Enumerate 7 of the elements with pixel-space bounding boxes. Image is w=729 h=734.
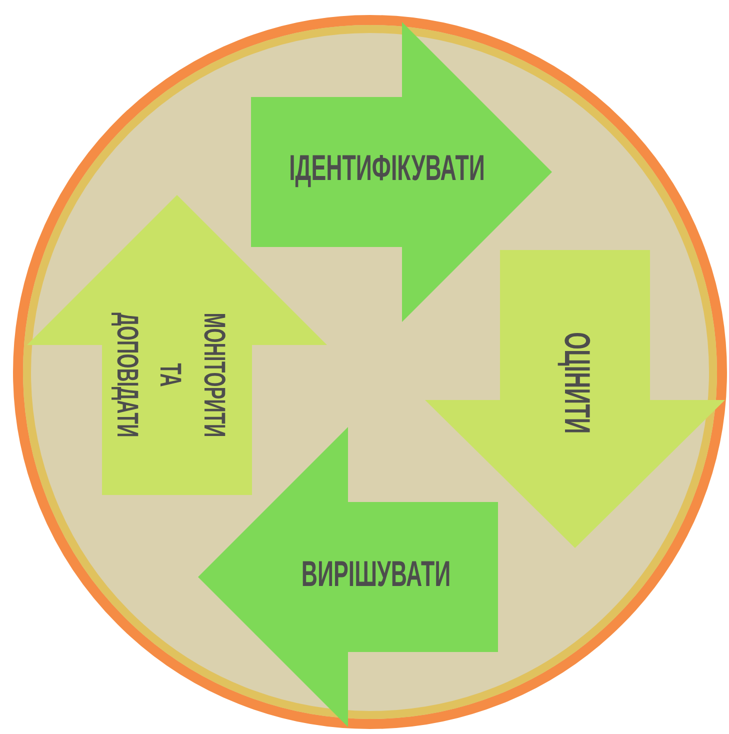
arrow-shape — [27, 195, 327, 495]
arrow-label: ОЦІНИТИ — [556, 332, 600, 434]
arrow-shape — [251, 22, 552, 322]
arrow-label: ІДЕНТИФІКУВАТИ — [289, 146, 485, 190]
arrow-label: ВИРІШУВАТИ — [301, 552, 451, 596]
arrow-shape — [425, 250, 725, 548]
arrow-label: МОНІТОРИТИ ТА ДОПОВІДАТИ — [109, 312, 232, 440]
